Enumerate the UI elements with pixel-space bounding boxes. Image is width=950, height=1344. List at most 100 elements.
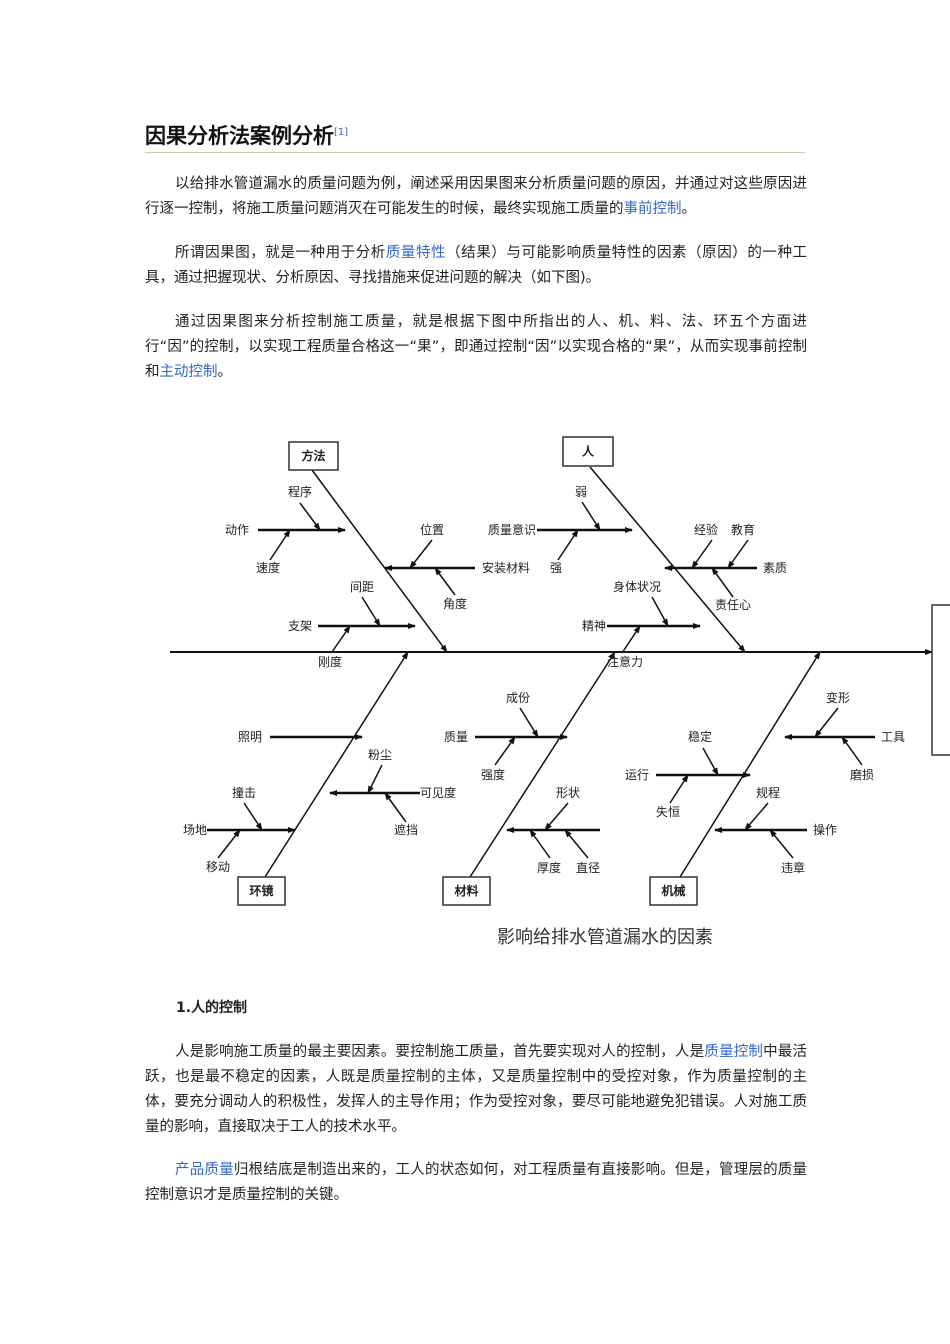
category-bone [469,651,616,878]
cause-label: 支架 [288,619,312,633]
cause-label: 场地 [183,823,207,837]
category-box [562,436,614,467]
cause-label: 违章 [781,860,805,875]
category-box [237,876,286,906]
sub-cause-arrow [269,529,291,561]
sub-cause-arrow [744,802,769,831]
sub-cause-arrow [769,829,794,859]
cause-label: 质量意识 [488,522,536,537]
sub-cause-arrow [367,764,383,794]
cause-label: 责任心 [715,598,751,612]
cause-label: 失恒 [656,804,680,819]
sub-cause-arrow [519,707,539,738]
cause-label: 磨损 [850,768,874,782]
cause-label: 刚度 [318,654,342,669]
cause-label: 工具 [881,730,905,744]
effect-box [931,604,950,756]
section-heading: 1.人的控制 [176,1000,248,1016]
category-label: 方法 [301,448,325,463]
sub-cause-arrow [494,736,516,766]
category-bone [589,466,746,653]
sub-cause-arrow [557,529,579,561]
sub-cause-arrow [669,774,689,804]
category-label: 机械 [661,883,685,898]
paragraph-1: 以给排水管道漏水的质量问题为例，阐述采用因果图来分析质量问题的原因，并通过对这些… [145,176,807,217]
sub-cause-arrow [841,736,863,766]
cause-label: 教育 [731,522,755,537]
cause-label: 形状 [556,786,580,800]
cause-label: 遮挡 [394,822,418,837]
cause-label: 素质 [763,561,787,575]
sub-cause-arrow [581,501,601,531]
sub-cause-arrow [331,625,351,653]
category-bone [264,651,409,878]
cause-label: 规程 [756,785,780,800]
link-active-control[interactable]: 主动控制 [159,364,218,380]
cause-label: 强 [550,561,562,575]
sub-cause-arrow [564,829,589,859]
link-product-quality[interactable]: 产品质量 [175,1162,234,1178]
cause-label: 运行 [625,768,649,782]
sub-cause-arrow [384,792,407,823]
category-box [649,876,698,906]
sub-cause-arrow [299,502,321,531]
category-label: 环镜 [249,883,273,898]
link-quality-characteristic[interactable]: 质量特性 [385,245,447,261]
page-title: 因果分析法案例分析[1] [145,124,349,148]
cause-label: 位置 [420,522,444,537]
cause-label: 厚度 [537,860,561,875]
cause-label: 程序 [288,484,312,499]
sub-cause-arrow [434,567,456,596]
category-box [288,441,339,471]
sub-cause-arrow [621,625,641,654]
cause-label: 移动 [206,860,230,874]
sub-cause-arrow [243,802,263,831]
link-quality-control[interactable]: 质量控制 [704,1044,764,1060]
cause-label: 安装材料 [482,560,530,575]
sub-cause-arrow [727,539,749,569]
cause-label: 撞击 [232,785,256,800]
diagram-caption: 影响给排水管道漏水的因素 [497,927,713,948]
sub-cause-arrow [361,596,381,627]
sub-cause-arrow [702,747,719,776]
sub-cause-arrow [711,567,734,598]
sub-cause-arrow [409,539,433,569]
cause-label: 弱 [575,485,587,499]
cause-label: 强度 [481,767,505,782]
category-bone [679,651,821,878]
cause-label: 间距 [350,580,374,594]
sub-cause-arrow [814,707,839,738]
cause-label: 速度 [256,560,280,575]
paragraph-2: 所谓因果图，就是一种用于分析质量特性（结果）与可能影响质量特性的因素（原因）的一… [145,245,808,286]
sub-cause-arrow [544,802,569,831]
sub-cause-arrow [691,539,713,569]
paragraph-4: 人是影响施工质量的最主要因素。要控制施工质量，首先要实现对人的控制，人是质量控制… [145,1044,808,1135]
cause-label: 稳定 [688,729,712,744]
title-divider [145,152,805,153]
cause-label: 精神 [582,619,606,633]
paragraph-3: 通过因果图来分析控制施工质量，就是根据下图中所指出的人、机、料、法、环五个方面进… [145,314,807,380]
cause-label: 粉尘 [368,748,392,762]
cause-label: 照明 [238,730,262,744]
category-label: 人 [582,444,595,459]
category-label: 材料 [453,883,478,898]
reference-link[interactable]: [1] [334,127,349,138]
cause-label: 动作 [225,523,249,537]
cause-label: 操作 [813,822,837,837]
cause-label: 经验 [694,522,718,537]
cause-label: 质量 [444,730,468,744]
category-box [442,876,491,906]
sub-cause-arrow [651,596,669,627]
sub-cause-arrow [529,829,551,859]
paragraph-5: 产品质量归根结底是制造出来的，工人的状态如何，对工程质量有直接影响。但是，管理层… [145,1162,807,1203]
cause-label: 可见度 [420,785,456,800]
fishbone-diagram: 方法 人环镜 材料 机械 动作 程序速度 位置安装材料角度 间距支架刚度 质量意识 弱强 经验教育素… [170,436,950,948]
cause-label: 变形 [826,690,850,705]
cause-label: 角度 [443,596,467,611]
link-prior-control[interactable]: 事前控制 [623,201,682,217]
category-bone [311,469,448,653]
sub-cause-arrow [217,829,241,859]
cause-label: 成份 [506,691,530,705]
cause-label: 注意力 [607,654,643,669]
cause-label: 直径 [576,861,600,875]
